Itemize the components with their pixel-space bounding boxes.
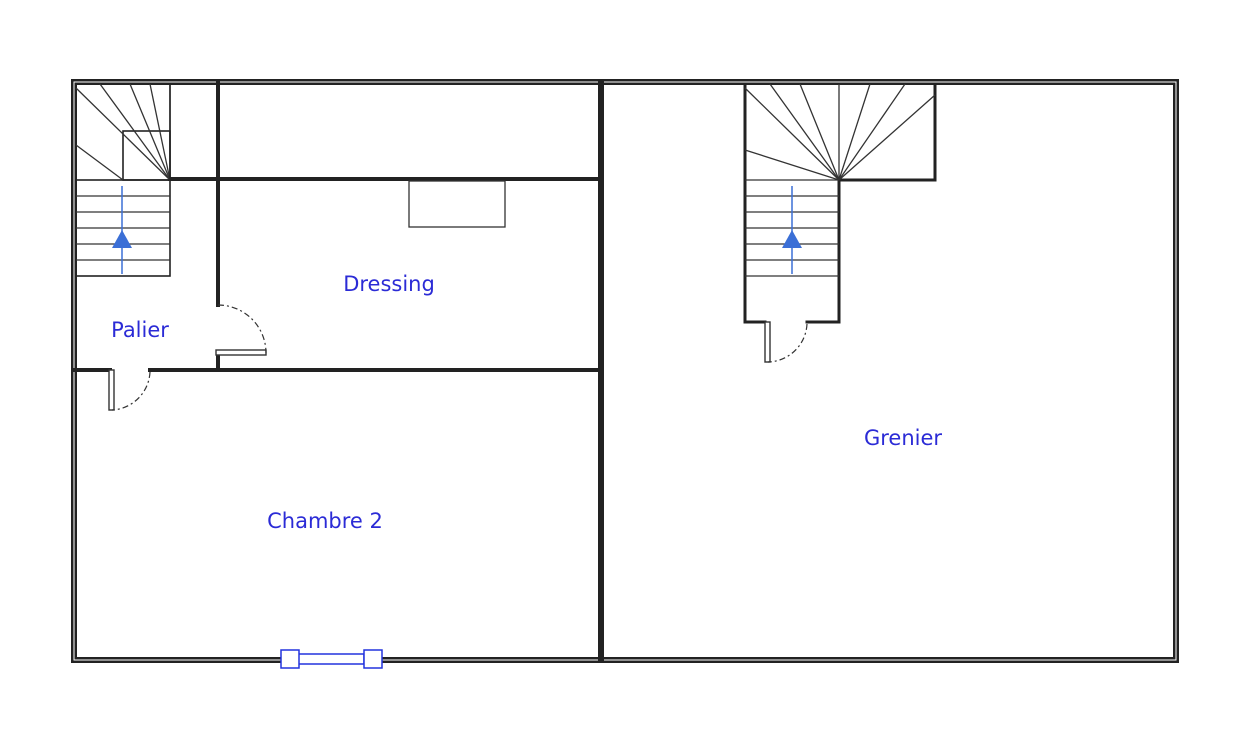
door-chambre: [108, 369, 151, 411]
room-label-dressing: Dressing: [343, 272, 435, 296]
up-arrow-icon: [782, 230, 802, 248]
dressing-cabinet: [408, 180, 506, 228]
door-grenier-stair: [764, 321, 808, 363]
up-arrow-icon: [112, 230, 132, 248]
window: [280, 649, 383, 669]
interior-walls: [72, 79, 604, 663]
staircase-right: [743, 82, 937, 324]
room-label-grenier: Grenier: [864, 426, 942, 450]
room-label-chambre-2: Chambre 2: [267, 509, 383, 533]
staircase-left: [75, 83, 171, 277]
room-label-palier: Palier: [111, 318, 169, 342]
door-dressing: [215, 304, 267, 356]
